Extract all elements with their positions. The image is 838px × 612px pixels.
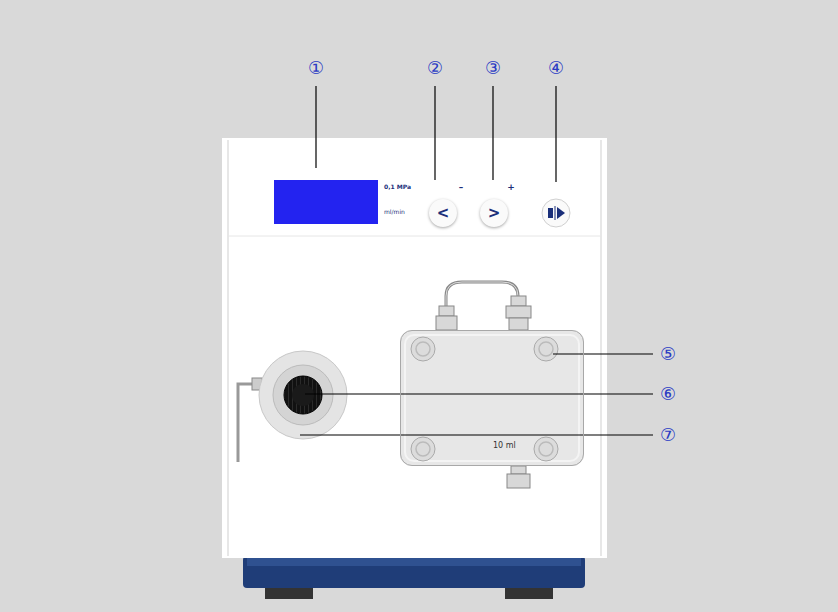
base	[243, 556, 585, 588]
screws	[411, 337, 558, 461]
callout-number: ①	[308, 59, 324, 77]
volume-label: 10 ml	[493, 442, 516, 450]
callout-number: ⑥	[660, 385, 676, 403]
valve-lever	[238, 384, 258, 462]
start-stop-button	[542, 199, 570, 227]
pump-head	[400, 330, 584, 466]
fittings	[436, 296, 531, 488]
callout-number: ②	[427, 59, 443, 77]
leader-lines	[300, 86, 653, 435]
increase-button: >	[480, 199, 508, 227]
button-symbol: <	[437, 206, 450, 221]
pump-head-plate: 10 ml	[400, 330, 584, 466]
base-highlight	[247, 558, 581, 566]
display	[274, 180, 378, 224]
minus-sign: –	[459, 183, 464, 192]
valve-knob	[284, 376, 322, 414]
purge-valve	[259, 351, 347, 439]
unit-label: ml/min	[384, 209, 405, 215]
housing	[222, 138, 607, 558]
callout-number: ⑦	[660, 426, 676, 444]
button-symbol: >	[488, 206, 501, 221]
callout-number: ⑤	[660, 345, 676, 363]
callout-number: ④	[548, 59, 564, 77]
plus-sign: +	[507, 183, 515, 192]
unit-label: 0,1 MPa	[384, 184, 411, 190]
callout-number: ③	[485, 59, 501, 77]
decrease-button: <	[429, 199, 457, 227]
